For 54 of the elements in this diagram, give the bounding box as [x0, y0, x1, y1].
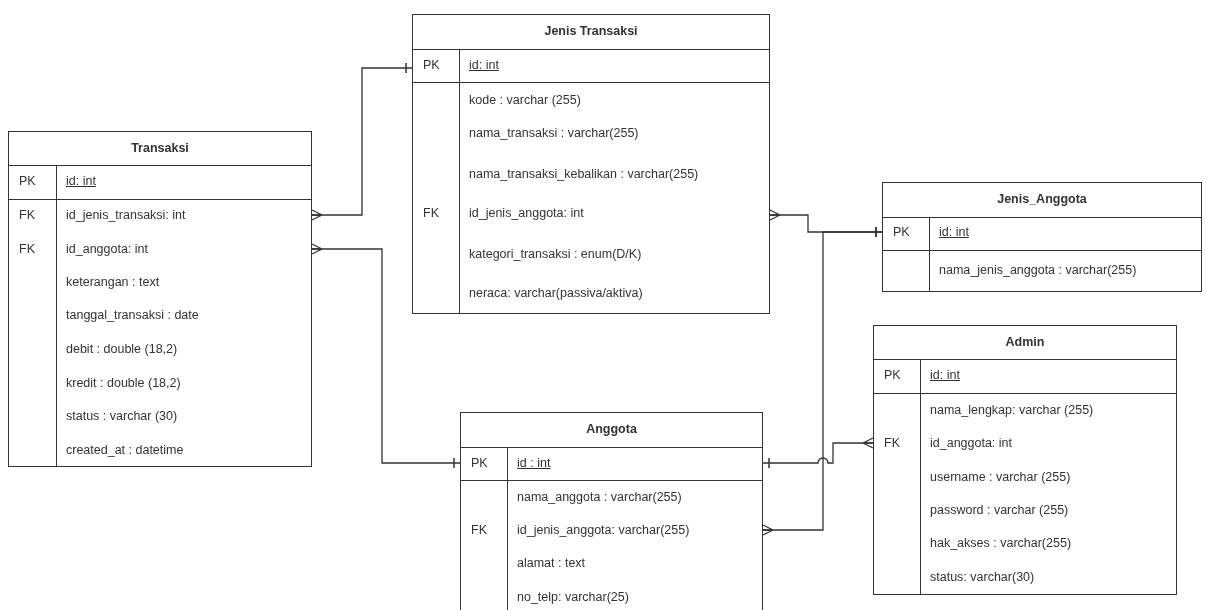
column-field: nama_anggota : varchar(255) [517, 489, 682, 505]
table-title: Transaksi [130, 140, 190, 156]
relationship-line [762, 437, 874, 469]
column-field: password : varchar (255) [930, 502, 1069, 518]
relationship-line [762, 226, 883, 536]
column-field: id_jenis_anggota: int [469, 205, 584, 221]
key-label: FK [884, 435, 900, 451]
key-label: PK [471, 455, 488, 471]
column-field: keterangan : text [66, 274, 160, 290]
column-field: hak_akses : varchar(255) [930, 535, 1072, 551]
key-label: FK [471, 522, 487, 538]
column-field: id_jenis_transaksi: int [66, 207, 186, 223]
table-title: Jenis Transaksi [543, 23, 639, 39]
entity-table [873, 325, 1177, 595]
column-field: nama_transaksi : varchar(255) [469, 125, 639, 141]
column-field: nama_transaksi_kebalikan : varchar(255) [469, 166, 699, 182]
key-label: PK [893, 224, 910, 240]
table-title: Jenis_Anggota [996, 191, 1088, 207]
column-field: id: int [930, 367, 960, 383]
column-field: id_anggota: int [930, 435, 1012, 451]
column-field: nama_lengkap: varchar (255) [930, 402, 1094, 418]
entity-table [460, 412, 763, 610]
column-field: id_jenis_anggota: varchar(255) [517, 522, 690, 538]
key-label: FK [19, 241, 35, 257]
key-label: FK [423, 205, 439, 221]
entity-table [412, 14, 770, 314]
entity-table [8, 131, 312, 467]
column-field: kategori_transaksi : enum(D/K) [469, 246, 642, 262]
key-label: FK [19, 207, 35, 223]
table-title: Anggota [585, 421, 638, 437]
relationship-line [311, 243, 461, 469]
column-field: username : varchar (255) [930, 469, 1071, 485]
column-field: id : int [517, 455, 551, 471]
table-title: Admin [1004, 334, 1046, 350]
column-field: id: int [939, 224, 969, 240]
key-label: PK [884, 367, 901, 383]
column-field: neraca: varchar(passiva/aktiva) [469, 285, 643, 301]
column-field: alamat : text [517, 555, 586, 571]
column-field: tanggal_transaksi : date [66, 307, 199, 323]
relationship-line [311, 62, 413, 221]
column-field: id: int [66, 173, 96, 189]
column-field: kredit : double (18,2) [66, 375, 181, 391]
column-field: status : varchar (30) [66, 408, 178, 424]
key-label: PK [19, 173, 36, 189]
column-field: id_anggota: int [66, 241, 148, 257]
column-field: id: int [469, 57, 499, 73]
column-field: created_at : datetime [66, 442, 184, 458]
key-label: PK [423, 57, 440, 73]
column-field: debit : double (18,2) [66, 341, 178, 357]
entity-table [882, 182, 1202, 292]
column-field: no_telp: varchar(25) [517, 589, 629, 605]
column-field: kode : varchar (255) [469, 92, 581, 108]
column-field: nama_jenis_anggota : varchar(255) [939, 262, 1137, 278]
column-field: status: varchar(30) [930, 569, 1035, 585]
